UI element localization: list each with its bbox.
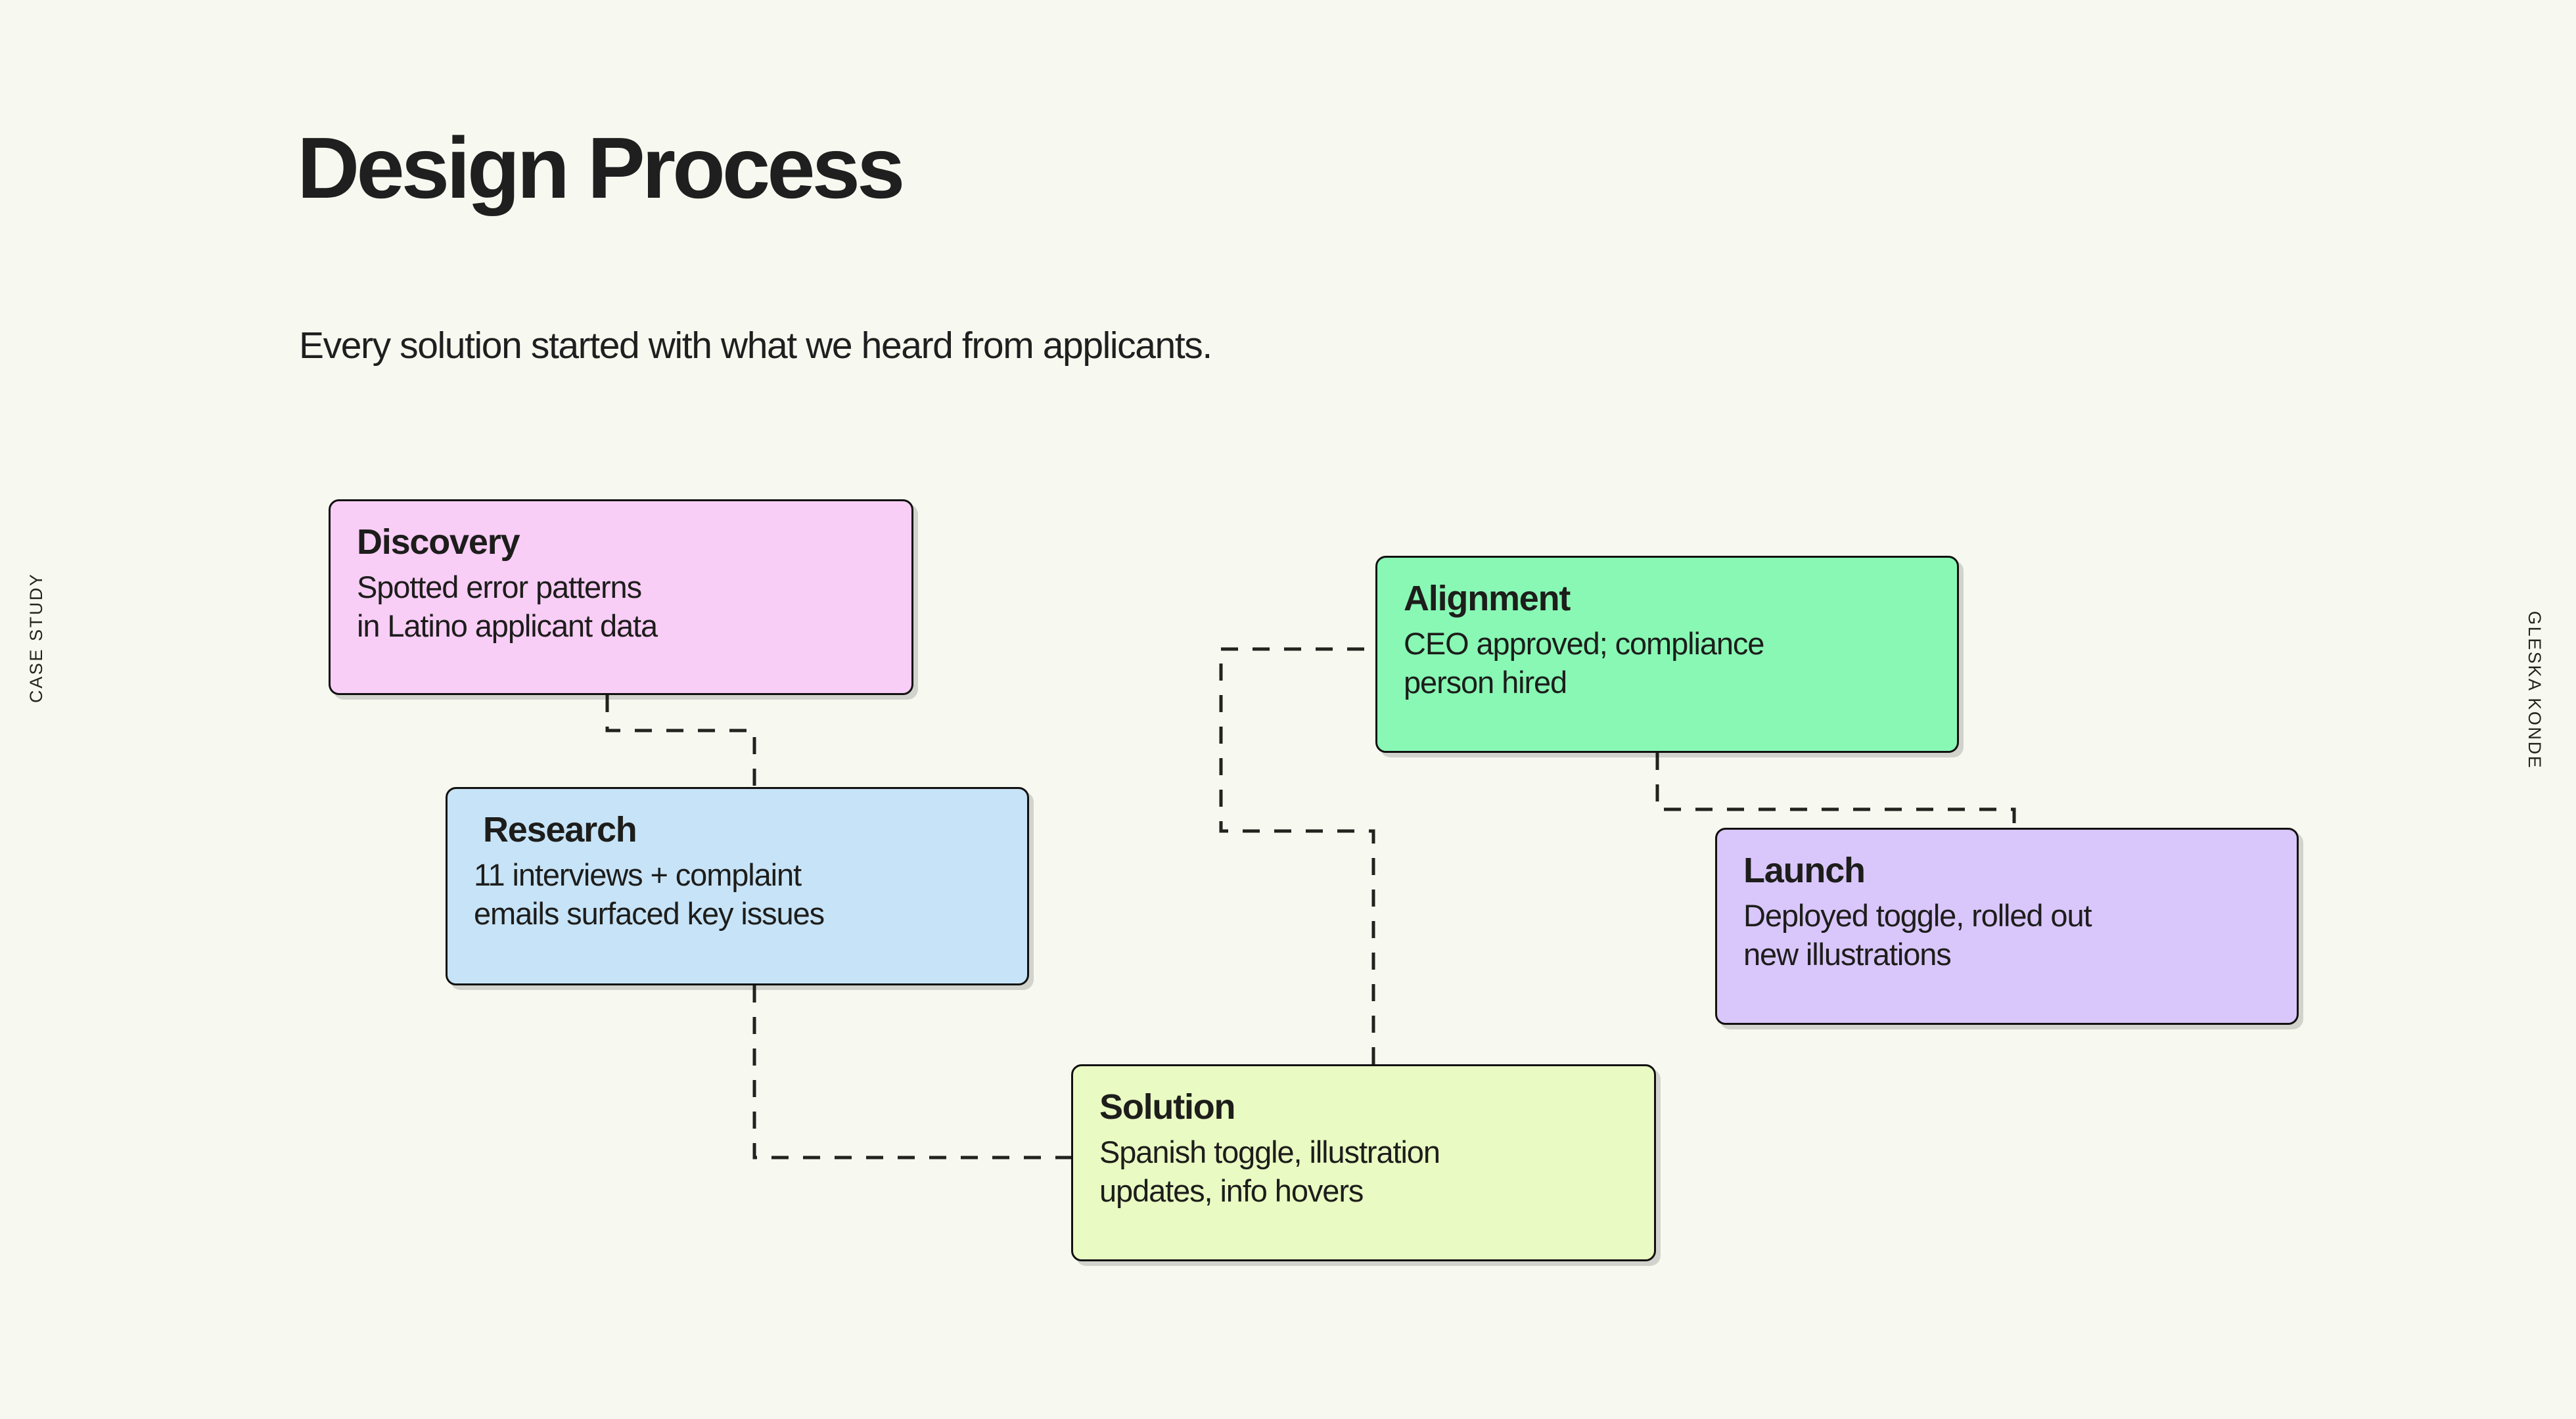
connector-discovery-to-research bbox=[605, 695, 756, 787]
page-title: Design Process bbox=[297, 120, 905, 216]
card-description-discovery: Spotted error patterns in Latino applica… bbox=[357, 569, 658, 643]
page-subtitle: Every solution started with what we hear… bbox=[299, 325, 1212, 367]
card-title-research: Research bbox=[483, 810, 637, 849]
card-description-launch: Deployed toggle, rolled out new illustra… bbox=[1743, 897, 2092, 972]
connector-solution-to-alignment bbox=[1219, 647, 1375, 1064]
connector-alignment-to-launch bbox=[1655, 753, 2016, 828]
card-title-discovery: Discovery bbox=[357, 522, 520, 562]
flow-card-solution[interactable]: Solution Spanish toggle, illustration up… bbox=[1071, 1064, 1656, 1261]
card-title-alignment: Alignment bbox=[1404, 579, 1571, 618]
card-description-alignment: CEO approved; compliance person hired bbox=[1404, 625, 1764, 700]
flow-card-launch[interactable]: Launch Deployed toggle, rolled out new i… bbox=[1715, 828, 2299, 1025]
side-label-gleska-konde: GLESKA KONDE bbox=[2525, 611, 2544, 770]
side-label-case-study: CASE STUDY bbox=[26, 572, 46, 703]
card-title-solution: Solution bbox=[1099, 1087, 1236, 1127]
card-description-solution: Spanish toggle, illustration updates, in… bbox=[1099, 1134, 1440, 1208]
card-description-research: 11 interviews + complaint emails surface… bbox=[474, 857, 825, 931]
card-title-launch: Launch bbox=[1743, 851, 1866, 890]
connector-research-to-solution bbox=[752, 985, 1071, 1160]
flow-card-discovery[interactable]: Discovery Spotted error patterns in Lati… bbox=[329, 499, 913, 695]
flow-card-alignment[interactable]: Alignment CEO approved; compliance perso… bbox=[1375, 556, 1959, 753]
flow-card-research[interactable]: Research 11 interviews + complaint email… bbox=[446, 787, 1029, 985]
